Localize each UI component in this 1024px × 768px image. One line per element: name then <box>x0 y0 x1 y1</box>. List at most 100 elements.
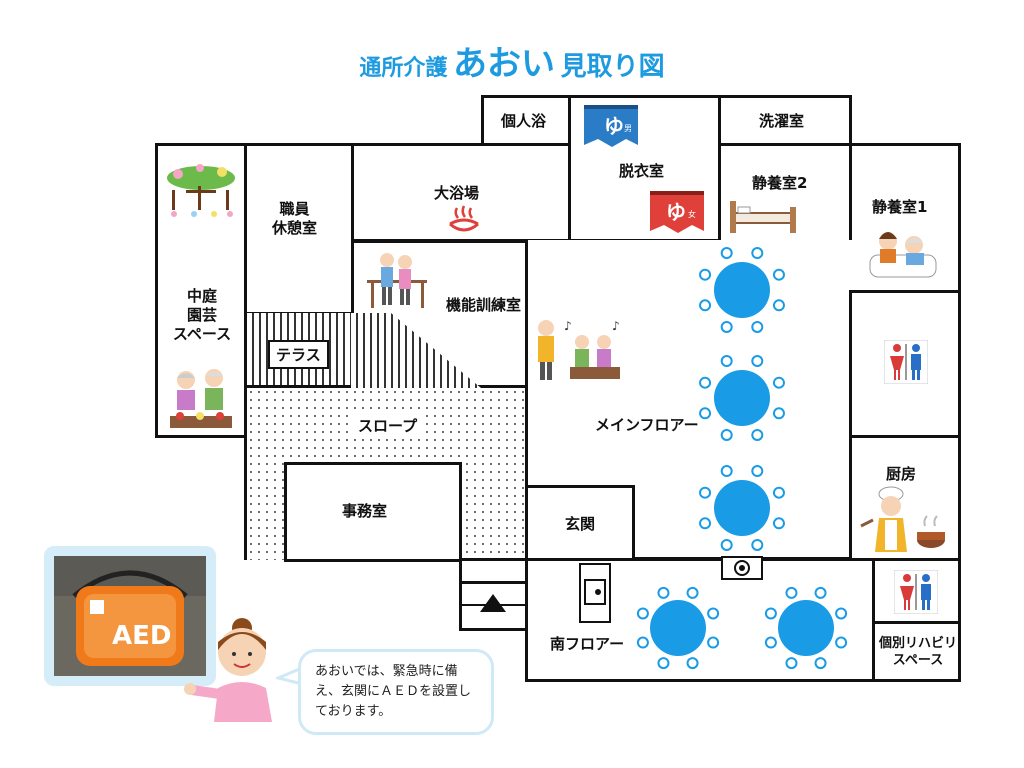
terrace-diagonal <box>351 313 481 388</box>
cook-icon <box>860 486 945 552</box>
table-top <box>714 480 770 536</box>
hot-spring-icon <box>449 205 479 232</box>
walking-training-icon <box>367 253 427 308</box>
noren-men-icon: ゆ 男 <box>584 105 638 147</box>
chair <box>772 268 785 281</box>
chair <box>751 465 764 478</box>
svg-text:男: 男 <box>624 124 632 133</box>
chair <box>772 299 785 312</box>
title-name: あおい <box>453 44 555 84</box>
svg-text:♪: ♪ <box>564 319 572 333</box>
chair <box>720 247 733 260</box>
label-genkan: 玄関 <box>565 515 596 533</box>
svg-text:女: 女 <box>688 209 696 219</box>
label-jimushitsu: 事務室 <box>342 502 388 520</box>
dining-table-2 <box>699 355 785 441</box>
label-nakaniwa: 中庭 園芸 スペース <box>172 287 232 343</box>
svg-text:♪: ♪ <box>612 319 620 333</box>
chair <box>814 586 827 599</box>
caregiver-bed-icon <box>869 232 937 278</box>
dining-table-3 <box>699 465 785 551</box>
room-seiyoshitsu1 <box>849 143 961 293</box>
chair <box>772 407 785 420</box>
chair <box>751 247 764 260</box>
label-kojinyoku: 個人浴 <box>501 112 547 130</box>
chair <box>699 517 712 530</box>
label-terrace: テラス <box>268 340 329 369</box>
chair <box>720 465 733 478</box>
label-kobetsu-rehab: 個別リハビリ スペース <box>879 636 958 668</box>
label-seiyoshitsu1: 静養室1 <box>872 198 928 216</box>
label-shokuin: 職員 休憩室 <box>272 200 318 237</box>
bubble-text: あおいでは、緊急時に備え、玄関にＡＥＤを設置しております。 <box>315 664 472 719</box>
chair <box>720 538 733 551</box>
bed-icon <box>730 201 796 233</box>
restroom-icon-2 <box>894 570 938 614</box>
svg-text:ゆ: ゆ <box>604 114 624 138</box>
label-daiyokujo: 大浴場 <box>434 184 480 202</box>
room-jimushitsu <box>284 462 462 562</box>
label-main-floor: メインフロアー <box>595 416 699 434</box>
chair <box>814 657 827 670</box>
cabinet-icon <box>579 563 611 623</box>
chair <box>657 657 670 670</box>
table-top <box>650 600 706 656</box>
chair <box>835 636 848 649</box>
restroom-icon-1 <box>884 340 928 384</box>
chair <box>751 320 764 333</box>
gardening-elders-icon <box>170 369 232 428</box>
label-kinokunren: 機能訓練室 <box>446 296 522 314</box>
chair <box>764 636 777 649</box>
table-top <box>714 262 770 318</box>
guide-woman-icon <box>184 618 272 722</box>
dining-table-4 <box>636 586 720 670</box>
title-suffix: 見取り図 <box>560 52 665 82</box>
chair <box>720 355 733 368</box>
chair <box>699 268 712 281</box>
page-title: 通所介護 あおい 見取り図 <box>0 36 1024 85</box>
aed-label: AED <box>112 621 171 651</box>
dining-table-5 <box>764 586 848 670</box>
chair <box>699 486 712 499</box>
aed-photo: AED <box>54 556 206 676</box>
chair <box>699 376 712 389</box>
chair <box>751 538 764 551</box>
aed-speech-bubble: あおいでは、緊急時に備え、玄関にＡＥＤを設置しております。 <box>298 649 494 735</box>
dining-table-1 <box>699 247 785 333</box>
chair <box>636 607 649 620</box>
label-slope: スロープ <box>354 414 422 437</box>
table-top <box>778 600 834 656</box>
label-chubo: 厨房 <box>886 465 917 483</box>
chair <box>720 428 733 441</box>
title-prefix: 通所介護 <box>359 56 448 81</box>
chair <box>636 636 649 649</box>
label-minami-floor: 南フロアー <box>550 635 625 653</box>
table-top <box>714 370 770 426</box>
noren-women-icon: ゆ 女 <box>650 191 704 233</box>
entrance-mat-icon <box>721 556 763 580</box>
chair <box>751 355 764 368</box>
chair <box>772 517 785 530</box>
chair <box>764 607 777 620</box>
up-arrow-icon <box>480 594 506 612</box>
room-kobetsu-rehab <box>872 621 961 682</box>
chair <box>657 586 670 599</box>
chair <box>751 428 764 441</box>
label-seiyoshitsu2: 静養室2 <box>752 174 808 192</box>
chair <box>785 586 798 599</box>
chair <box>699 299 712 312</box>
room-shokuin <box>244 143 354 315</box>
chair <box>686 657 699 670</box>
chair <box>835 607 848 620</box>
svg-text:ゆ: ゆ <box>666 200 686 224</box>
room-restroom-1 <box>849 290 961 438</box>
chair <box>707 607 720 620</box>
label-sentakushitsu: 洗濯室 <box>759 112 805 130</box>
garden-table-icon <box>167 164 235 217</box>
chair <box>720 320 733 333</box>
chair <box>785 657 798 670</box>
chair <box>772 486 785 499</box>
chair <box>772 376 785 389</box>
chair <box>686 586 699 599</box>
label-datsuishitsu: 脱衣室 <box>619 162 665 180</box>
